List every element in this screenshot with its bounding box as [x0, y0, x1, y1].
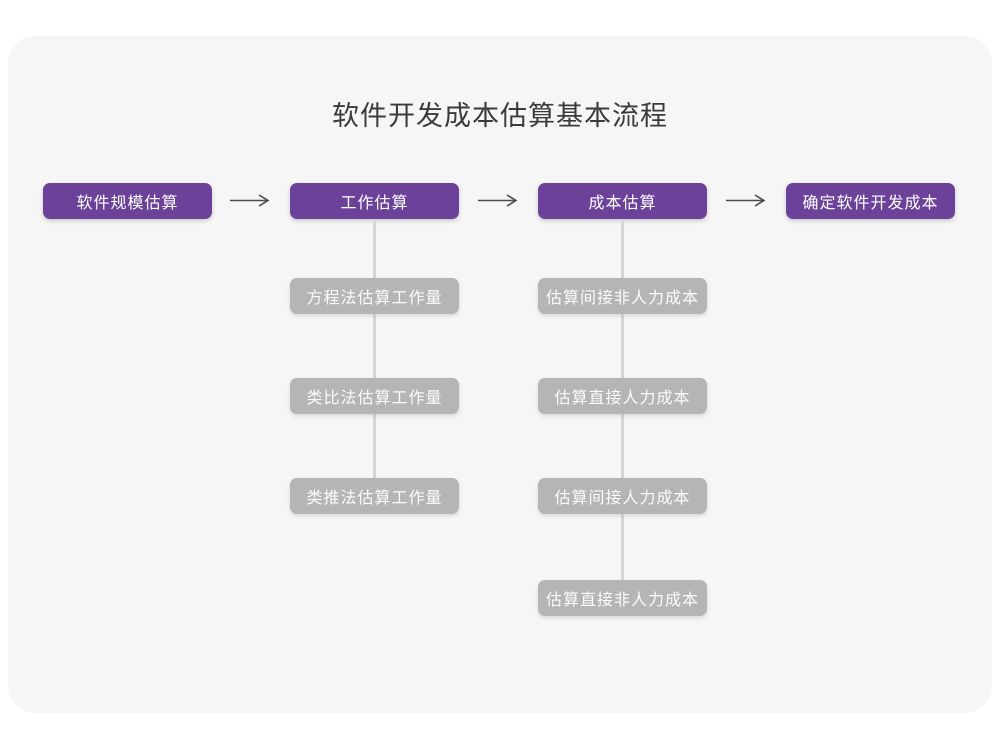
right-arrow-icon — [726, 194, 766, 207]
substep-node-extrapolation-method[interactable]: 类推法估算工作量 — [290, 478, 459, 514]
substep-node-indirect-labor-cost[interactable]: 估算间接人力成本 — [538, 478, 707, 514]
right-arrow-icon — [230, 194, 270, 207]
stage-node-cost-estimation[interactable]: 成本估算 — [538, 183, 707, 219]
stage-node-software-scale-estimation[interactable]: 软件规模估算 — [43, 183, 212, 219]
stage-node-work-estimation[interactable]: 工作估算 — [290, 183, 459, 219]
substep-node-direct-nonlabor-cost[interactable]: 估算直接非人力成本 — [538, 580, 707, 616]
diagram-title: 软件开发成本估算基本流程 — [332, 101, 668, 131]
connector-line-work-estimation — [373, 219, 376, 479]
substep-node-analogy-method[interactable]: 类比法估算工作量 — [290, 378, 459, 414]
substep-node-equation-method[interactable]: 方程法估算工作量 — [290, 278, 459, 314]
diagram-card — [8, 36, 992, 713]
right-arrow-icon — [478, 194, 518, 207]
substep-node-indirect-nonlabor-cost[interactable]: 估算间接非人力成本 — [538, 278, 707, 314]
stage-node-determine-dev-cost[interactable]: 确定软件开发成本 — [786, 183, 955, 219]
substep-node-direct-labor-cost[interactable]: 估算直接人力成本 — [538, 378, 707, 414]
